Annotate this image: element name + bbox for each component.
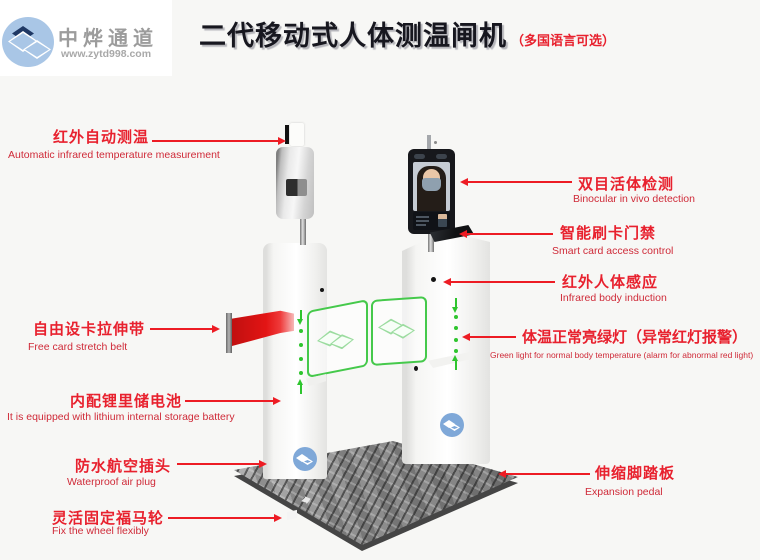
- callout-left-5-line: [168, 514, 282, 522]
- callout-right-1-line: [460, 178, 572, 186]
- company-name: 中烨通道: [58, 28, 158, 50]
- callout-left-5-cn: 灵活固定福马轮: [52, 510, 165, 527]
- callout-right-1-en: Binocular in vivo detection: [573, 193, 695, 205]
- face-screen: [413, 162, 450, 211]
- ir-body-sensor-dot: [320, 288, 324, 292]
- callout-right-2-line: [459, 230, 553, 238]
- screen-thumbnail: [438, 214, 447, 227]
- screen-text-line: [416, 224, 426, 226]
- binocular-camera-icon: [436, 154, 447, 159]
- terminal-pole: [428, 234, 434, 252]
- face-mask: [422, 178, 441, 191]
- callout-right-5-cn: 伸缩脚踏板: [595, 465, 676, 482]
- direction-indicator-right: [451, 298, 460, 370]
- company-website: www.zytd998.com: [61, 48, 152, 60]
- page-subtitle: （多国语言可选）: [511, 33, 616, 48]
- binocular-camera-icon: [414, 154, 425, 159]
- callout-right-2-cn: 智能刷卡门禁: [560, 225, 657, 242]
- camera-pole: [300, 219, 306, 245]
- page-title: 二代移动式人体测温闸机: [199, 21, 507, 51]
- callout-right-5-line: [498, 470, 590, 478]
- screen-text-line: [416, 216, 429, 218]
- callout-left-2-line: [150, 325, 220, 333]
- page-title-row: 二代移动式人体测温闸机 （多国语言可选）: [199, 14, 615, 53]
- gate-wing-right: [371, 296, 427, 366]
- badge-diamond: [296, 454, 308, 462]
- gate-wing-left: [307, 299, 368, 378]
- ir-sensor-card: [290, 123, 304, 146]
- arrow-up-icon: [452, 354, 458, 370]
- terminal-dot: [434, 141, 437, 144]
- screen-info-bar: [413, 212, 450, 230]
- ir-body-sensor-dot: [431, 277, 436, 282]
- callout-left-2-en: Free card stretch belt: [28, 341, 128, 353]
- callout-left-1-line: [152, 137, 286, 145]
- callout-left-4-cn: 防水航空插头: [75, 458, 172, 475]
- belt-post: [226, 313, 232, 353]
- pillar-badge-left-icon: [293, 447, 317, 471]
- callout-right-4-line: [462, 333, 516, 341]
- thermal-camera-icon: [286, 179, 307, 196]
- callout-left-4-en: Waterproof air plug: [67, 476, 156, 488]
- arrow-down-icon: [297, 310, 303, 325]
- arrow-down-icon: [452, 298, 458, 313]
- badge-diamond: [302, 458, 313, 465]
- callout-left-4-line: [177, 460, 267, 468]
- badge-diamond: [449, 424, 460, 431]
- callout-left-3-line: [185, 397, 281, 405]
- badge-diamond: [443, 420, 455, 428]
- callout-left-2-cn: 自由设卡拉伸带: [33, 321, 146, 338]
- callout-right-4-cn: 体温正常亮绿灯（异常红灯报警）: [522, 329, 748, 346]
- logo-diamond-outline-2: [23, 40, 51, 59]
- arrow-up-icon: [297, 379, 303, 394]
- ir-body-sensor-dot: [414, 366, 418, 371]
- callout-left-1-cn: 红外自动测温: [53, 129, 150, 146]
- callout-right-3-line: [443, 278, 555, 286]
- ir-sensor-probe: [285, 125, 289, 144]
- callout-left-1-en: Automatic infrared temperature measureme…: [8, 149, 220, 161]
- callout-right-3-cn: 红外人体感应: [562, 274, 659, 291]
- callout-left-3-en: It is equipped with lithium internal sto…: [7, 411, 235, 423]
- callout-left-3-cn: 内配锂里储电池: [70, 393, 183, 410]
- company-logo-icon: [2, 17, 54, 67]
- direction-indicator-left: [296, 310, 305, 394]
- callout-right-1-cn: 双目活体检测: [578, 176, 675, 193]
- callout-right-3-en: Infrared body induction: [560, 292, 667, 304]
- pillar-badge-right-icon: [440, 413, 464, 437]
- screen-text-line: [416, 220, 429, 222]
- callout-right-5-en: Expansion pedal: [585, 486, 663, 498]
- terminal-antenna: [427, 135, 431, 150]
- callout-right-4-en: Green light for normal body temperature …: [490, 350, 754, 360]
- callout-right-2-en: Smart card access control: [552, 245, 674, 257]
- callout-left-5-en: Fix the wheel flexibly: [52, 525, 149, 537]
